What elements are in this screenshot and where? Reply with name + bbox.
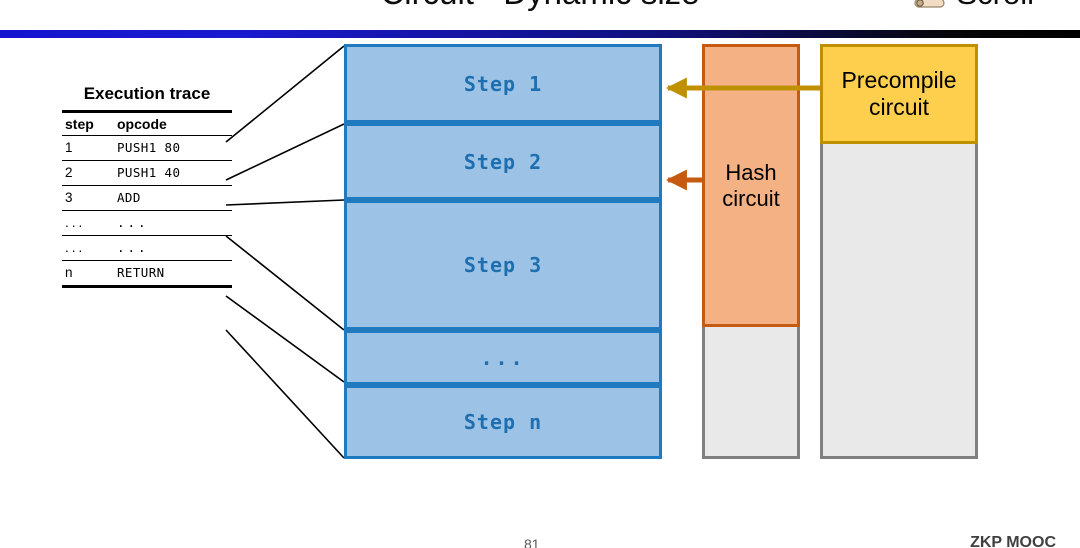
execution-trace-panel: Execution trace step opcode 1 PUSH1 80 2… [62,84,232,288]
precompile-circuit-box: Precompile circuit [820,44,978,144]
cell-opcode: ... [117,235,232,261]
page-title: Circuit - Dynamic size [0,0,1080,12]
step-box-ellipsis: ... [344,330,662,385]
table-row: 3 ADD [62,185,232,211]
hash-circuit-label-line1: Hash [725,159,777,185]
table-row: ... ... [62,235,232,261]
page-number: 81 [524,536,540,548]
cell-opcode: PUSH1 40 [117,160,232,186]
step-box-n: Step n [344,385,662,459]
cell-step: 1 [62,135,117,161]
cell-opcode: RETURN [117,260,232,288]
precompile-circuit-label-line2: circuit [868,94,930,120]
footer-label: ZKP MOOC [970,534,1056,548]
execution-trace-table: step opcode 1 PUSH1 80 2 PUSH1 40 3 ADD … [62,110,232,288]
step-box-2: Step 2 [344,123,662,200]
table-row: 1 PUSH1 80 [62,135,232,161]
scroll-badge: Scroll [913,0,1034,12]
table-row: ... ... [62,210,232,236]
table-row: n RETURN [62,260,232,288]
precompile-circuit-track: Precompile circuit [820,44,978,459]
cell-step: 2 [62,160,117,186]
hash-circuit-track: Hash circuit [702,44,800,459]
title-divider-bar [0,30,1080,38]
cell-step: ... [62,235,117,261]
cell-step: 3 [62,185,117,211]
table-header-row: step opcode [62,110,232,136]
cell-step: n [62,260,117,288]
hash-circuit-box: Hash circuit [702,44,800,327]
step-box-1: Step 1 [344,44,662,123]
scroll-icon [913,0,949,11]
cell-opcode: PUSH1 80 [117,135,232,161]
step-box-3: Step 3 [344,200,662,330]
cell-opcode: ... [117,210,232,236]
table-row: 2 PUSH1 40 [62,160,232,186]
hash-circuit-label-line2: circuit [722,185,780,211]
column-header-opcode: opcode [117,110,232,136]
scroll-label: Scroll [956,0,1034,12]
step-boxes-column: Step 1 Step 2 Step 3 ... Step n [344,44,662,459]
precompile-circuit-label-line1: Precompile [841,66,957,93]
column-header-step: step [62,110,117,136]
trace-title: Execution trace [83,84,211,103]
cell-step: ... [62,210,117,236]
cell-opcode: ADD [117,185,232,211]
